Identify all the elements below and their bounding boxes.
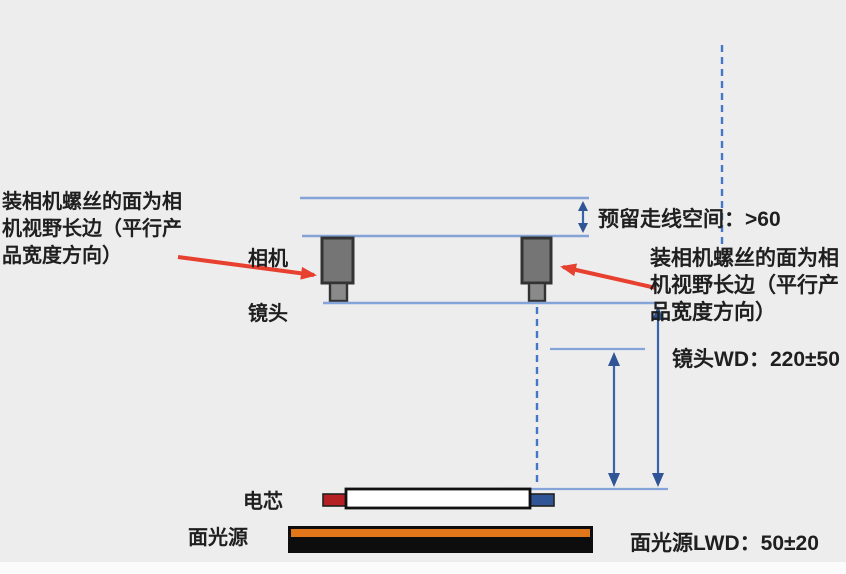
cell-body [344,487,532,510]
lens-wd-dimension-text: 镜头WD：220±50 [672,348,840,371]
camera2-body [520,236,553,285]
right-callout-arrow [560,263,657,290]
cell-positive-tab [528,493,555,507]
camera1-lens [328,281,349,303]
camera-label: 相机 [248,248,288,270]
diagram-canvas [0,0,846,562]
cable-space-dimension-text: 预留走线空间：>60 [598,208,781,231]
right-screw-face-note: 装相机螺丝的面为相机视野长边（平行产品宽度方向） [650,247,839,324]
light-source-emitting-strip [291,529,590,537]
light-source-label: 面光源 [188,527,248,549]
cell-negative-tab [322,493,349,507]
camera2-lens [527,281,547,303]
light-lwd-dimension-text: 面光源LWD：50±20 [630,532,819,555]
lens-label: 镜头 [248,303,288,325]
camera1-body [320,236,355,285]
left-screw-face-note: 装相机螺丝的面为相机视野长边（平行产品宽度方向） [2,191,182,267]
left-callout-arrow [177,255,317,280]
cell-label: 电芯 [243,491,283,513]
